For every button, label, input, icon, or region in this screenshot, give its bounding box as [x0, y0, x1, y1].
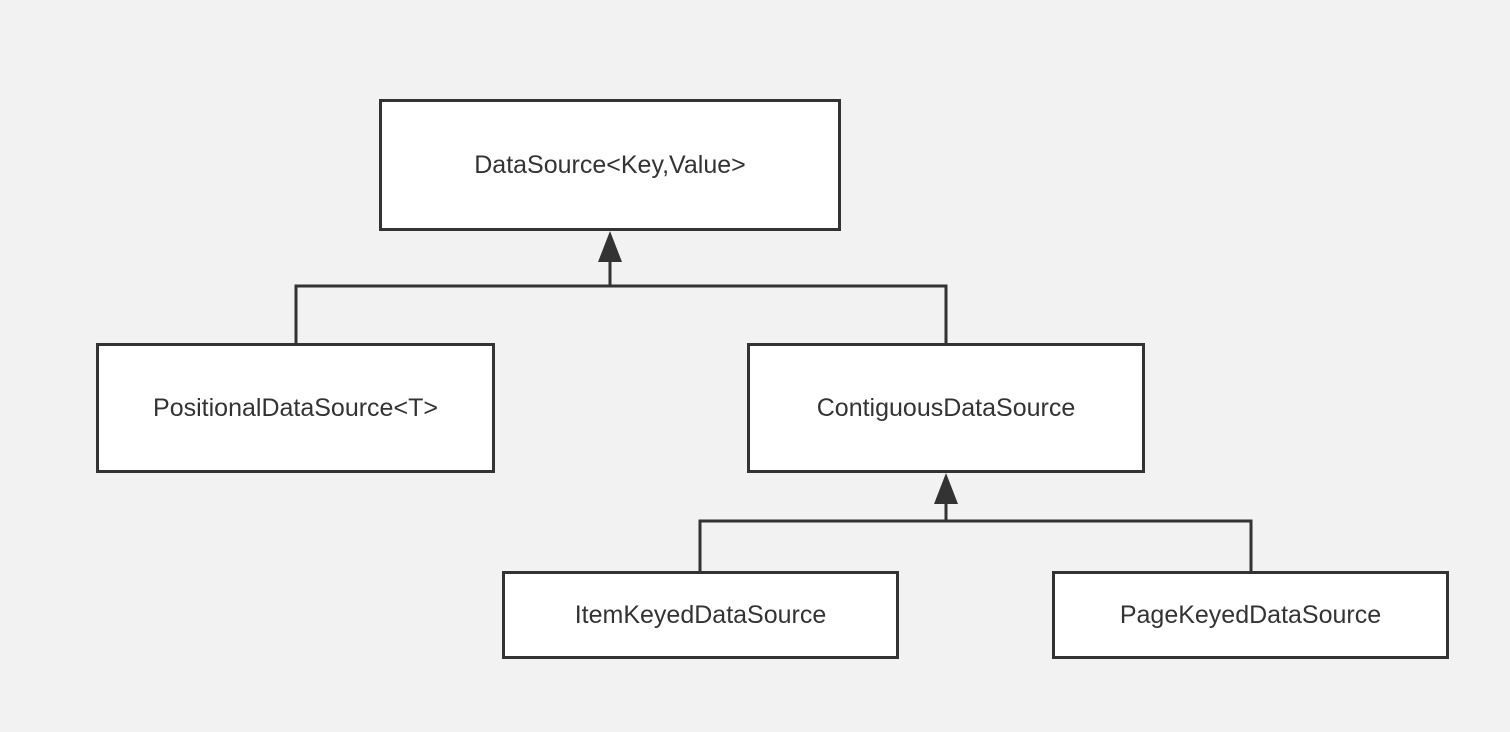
arrowhead-contiguous — [934, 473, 958, 504]
node-itemkeyed-datasource-label: ItemKeyedDataSource — [574, 600, 827, 629]
node-contiguous-datasource: ContiguousDataSource — [747, 343, 1145, 473]
arrowhead-root — [598, 231, 622, 262]
node-datasource: DataSource<Key,Value> — [379, 99, 841, 231]
edge-pagekeyed-to-contiguous — [946, 519, 1253, 571]
edge-positional-to-root — [294, 284, 610, 343]
node-positional-datasource: PositionalDataSource<T> — [96, 343, 495, 473]
node-contiguous-datasource-label: ContiguousDataSource — [816, 393, 1076, 422]
edge-contiguous-to-root — [610, 284, 948, 343]
edge-itemkeyed-to-contiguous — [698, 519, 946, 571]
node-itemkeyed-datasource: ItemKeyedDataSource — [502, 571, 899, 659]
node-positional-datasource-label: PositionalDataSource<T> — [153, 393, 438, 422]
node-pagekeyed-datasource-label: PageKeyedDataSource — [1119, 600, 1382, 629]
node-pagekeyed-datasource: PageKeyedDataSource — [1052, 571, 1449, 659]
node-datasource-label: DataSource<Key,Value> — [474, 150, 746, 179]
